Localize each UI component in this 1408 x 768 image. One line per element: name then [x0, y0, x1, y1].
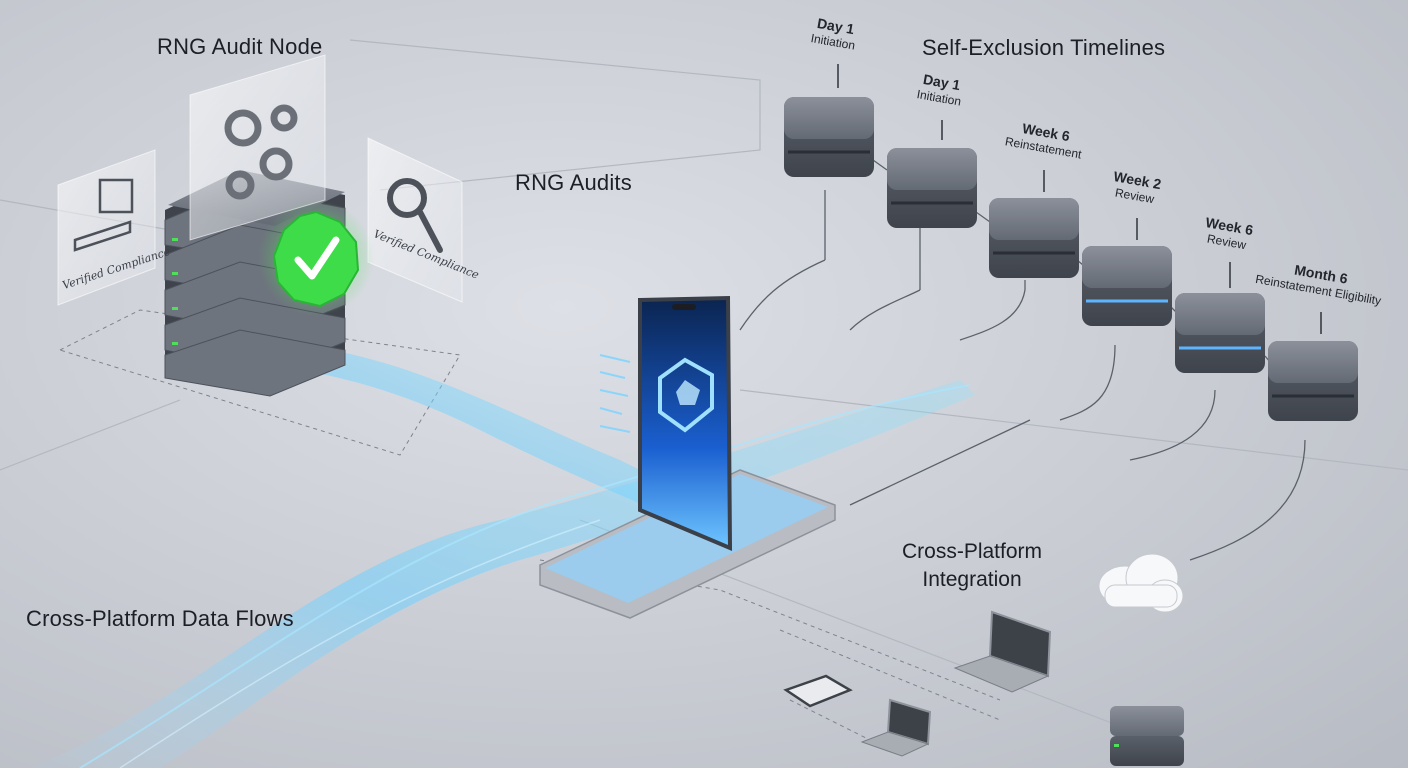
cross-platform-integration-line2: Integration [922, 568, 1022, 591]
rng-audits-label: RNG Audits [515, 170, 632, 195]
self-exclusion-timelines-title: Self-Exclusion Timelines [922, 35, 1166, 60]
timeline-block-6 [1268, 341, 1358, 421]
laptop-small-icon [860, 698, 932, 757]
timeline-arrows [837, 64, 1322, 334]
timeline-block-1 [784, 97, 874, 177]
gears-icon [224, 104, 298, 200]
magnifier-icon [387, 178, 443, 253]
glass-panes [57, 54, 463, 306]
data-flow-ribbon [30, 345, 975, 768]
timeline-blocks [784, 97, 1358, 421]
timeline-block-4 [1082, 246, 1172, 326]
shield-icon [658, 357, 714, 433]
dashed-zones [58, 309, 1001, 746]
monitor-icon [73, 178, 134, 252]
cross-platform-data-flows-label: Cross-Platform Data Flows [26, 606, 294, 631]
timeline-connectors [739, 159, 1306, 561]
laptop-icon [953, 610, 1052, 693]
cross-platform-integration-label: Cross-Platform Integration [902, 538, 1042, 594]
timeline-block-3 [989, 198, 1079, 278]
small-server-icon [1110, 706, 1184, 766]
cloud-icon [1098, 553, 1184, 613]
hologram-data-panel [599, 354, 631, 433]
rng-audit-node-title: RNG Audit Node [157, 34, 323, 59]
smartphone [539, 295, 836, 619]
cross-platform-integration-line1: Cross-Platform [902, 540, 1043, 563]
tablet-icon [783, 674, 853, 708]
timeline-block-5 [1175, 293, 1265, 373]
check-badge-icon [258, 200, 374, 316]
timeline-block-2 [887, 148, 977, 228]
